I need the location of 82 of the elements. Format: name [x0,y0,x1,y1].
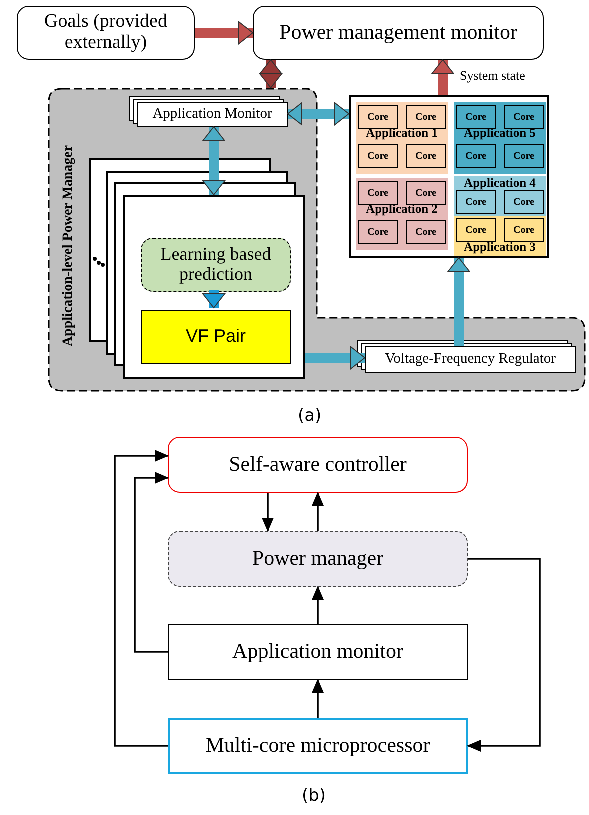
arrow [312,586,324,624]
processor-box [168,718,468,774]
monitor-box [253,6,544,60]
box-label: Core [368,150,388,162]
box-label: Core [466,150,486,162]
core-block [456,218,496,242]
prediction-box [141,238,291,292]
chip-box [349,95,549,258]
stacked-card [137,102,288,127]
box-label: Power manager [252,547,384,571]
arrow [312,492,324,531]
box-label: Core [466,224,486,236]
arrow [260,60,282,88]
box-label: Core [514,196,534,208]
frame-stack [123,195,305,379]
box-label: Core [368,188,388,198]
application-region [454,102,546,174]
arrow [262,493,274,532]
arrow [305,346,366,370]
box-label: Application 4 [463,176,537,190]
application-region [454,176,546,216]
box-label: Self-aware controller [229,453,407,477]
goal-box [17,6,195,60]
box-label: Application Monitor [152,106,272,122]
box-label: VF Pair [186,327,246,347]
box-label: Core [368,226,388,238]
stacked-card [365,346,576,373]
arrow [202,126,226,196]
vf-pair-box [141,310,291,364]
arrow [114,450,169,747]
core-block [456,144,496,168]
core-block [358,144,398,168]
core-block [358,181,398,205]
box-label: Voltage-Frequency Regulator [385,352,556,368]
box-label: Core [416,112,436,122]
core-block [358,220,398,244]
box-label: Core [368,112,388,122]
box-label: Power management monitor [280,21,518,45]
arrow [288,102,350,126]
box-label: Core [514,150,534,162]
core-block [504,190,544,214]
arrow [432,60,454,95]
box-label: Core [416,150,436,162]
core-block [504,144,544,168]
manager-box [168,531,468,587]
box-label: Application 1 [365,126,439,140]
application-region [356,178,448,250]
core-block [504,218,544,242]
box-label: Core [466,112,486,122]
arrow [195,22,254,44]
box-label: Core [416,226,436,238]
arrow [202,290,226,308]
panel-label: (b) [302,786,326,806]
core-block [406,220,446,244]
application-region [454,216,546,256]
core-block [406,105,446,129]
core-block [456,190,496,214]
box-label: Application monitor [232,640,404,664]
box-label: Core [466,196,486,208]
application-region [356,102,448,174]
controller-box [168,437,468,493]
box-label: Core [416,188,436,198]
core-block [456,105,496,129]
arrow [134,472,169,653]
panel-label: (a) [298,406,322,426]
box-label: Application 3 [463,240,537,254]
box-label: Multi-core microprocessor [206,734,430,758]
box-label: Core [514,112,534,122]
box-label: Application 5 [463,126,537,140]
box-label: Goals (provided externally) [44,12,168,54]
box-label: Learning based prediction [160,245,272,285]
core-block [504,105,544,129]
core-block [406,181,446,205]
box-label: Application 2 [365,202,439,216]
arrow [312,679,324,718]
arrow [467,558,541,752]
core-block [358,105,398,129]
box-label: Application-level Power Manager [61,144,77,349]
arrow [448,258,470,346]
core-block [406,144,446,168]
monitor-box [168,624,468,680]
box-label: Core [514,224,534,236]
